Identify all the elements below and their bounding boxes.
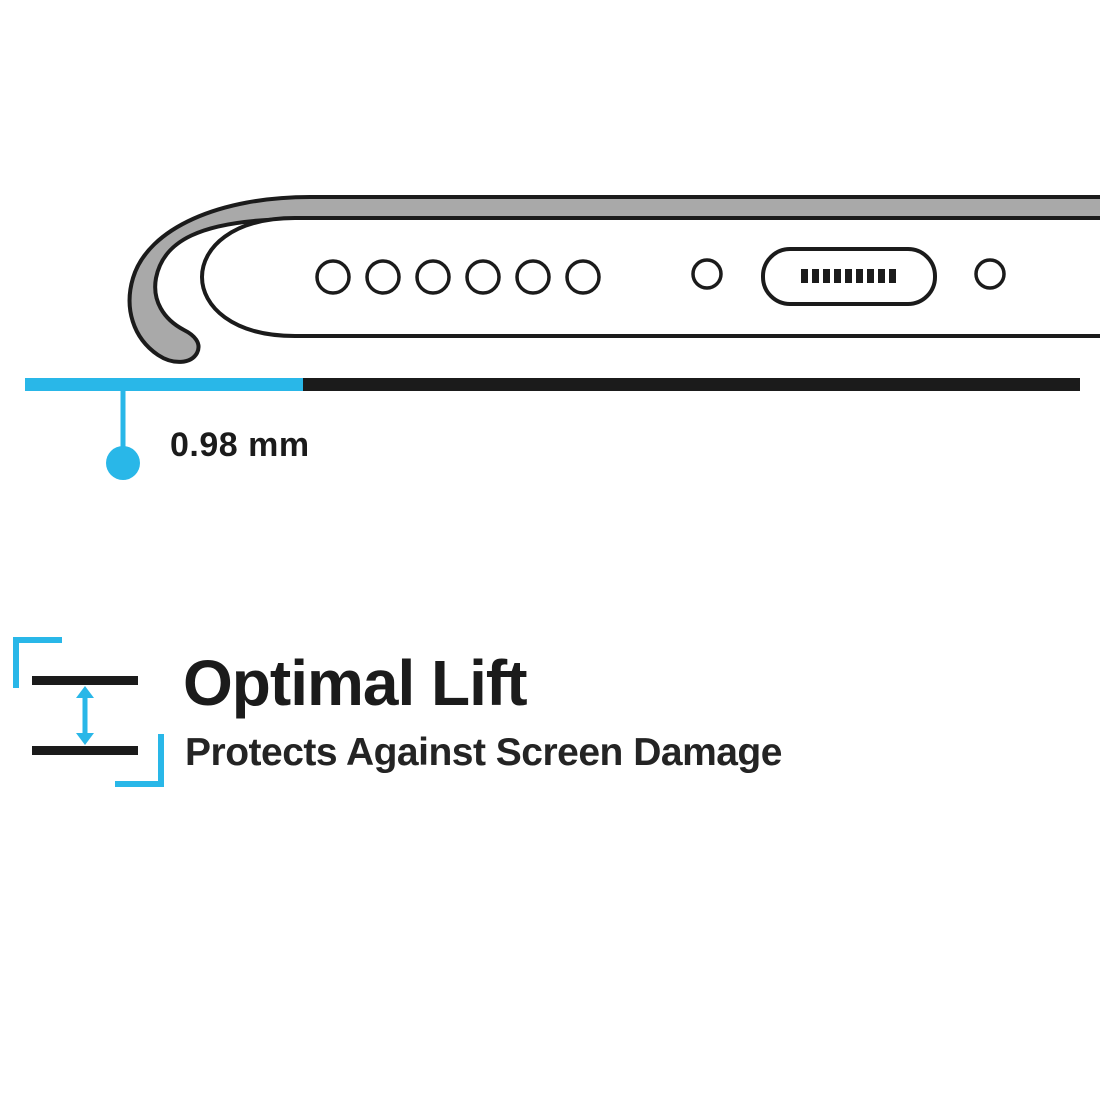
bracket-top-left (13, 637, 62, 688)
surface-line-dark (303, 378, 1080, 391)
screw-hole (974, 258, 1006, 290)
microphone-hole (691, 258, 723, 290)
lift-measurement-value: 0.98 mm (170, 426, 310, 464)
optimal-lift-icon (13, 637, 164, 787)
charging-port-pins (801, 269, 896, 283)
speaker-holes (315, 259, 601, 295)
surface-line-accent (25, 378, 303, 391)
gap-lines (32, 676, 138, 755)
case-lip (127, 195, 1100, 364)
charging-port (761, 247, 937, 306)
phone-case-bottom-illustration (25, 195, 1100, 480)
feature-subtitle: Protects Against Screen Damage (185, 731, 782, 774)
feature-title: Optimal Lift (183, 647, 528, 719)
callout-leader-line (120, 391, 126, 449)
callout-dot (106, 446, 140, 480)
bracket-bottom-right (115, 734, 164, 787)
double-arrow (76, 686, 94, 745)
lift-gap-indicator (25, 378, 1080, 480)
